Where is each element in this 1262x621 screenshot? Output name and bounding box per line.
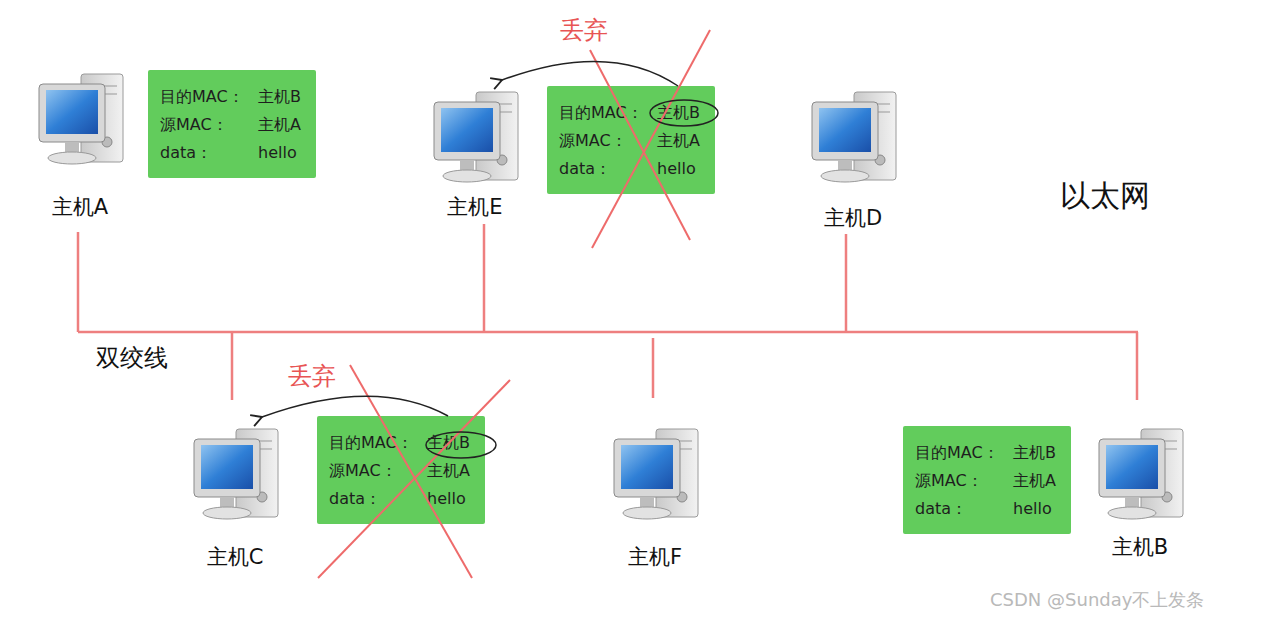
host-name: 主机B <box>1055 534 1225 560</box>
host-name: 主机E <box>390 194 560 220</box>
field-value: 主机B <box>258 87 301 107</box>
field-value: 主机A <box>258 115 301 135</box>
field-name: 目的MAC： <box>329 433 413 453</box>
host-computer: 主机E <box>430 88 520 223</box>
twisted-pair-bus <box>78 224 1138 400</box>
host-name: 主机A <box>0 194 165 220</box>
field-name: 目的MAC： <box>915 443 999 463</box>
field-name: 源MAC： <box>329 461 397 481</box>
discard-label: 丢弃 <box>288 360 336 392</box>
field-name: 源MAC： <box>915 471 983 491</box>
field-value: hello <box>657 159 696 179</box>
field-value: 主机B <box>657 103 700 123</box>
computer-icon <box>430 88 522 186</box>
host-computer: 主机C <box>190 425 280 570</box>
computer-icon <box>1095 425 1187 523</box>
discard-arrow <box>502 61 678 86</box>
host-computer: 主机D <box>808 88 898 233</box>
host-name: 主机F <box>570 544 740 570</box>
field-name: 源MAC： <box>559 131 627 151</box>
field-value: 主机A <box>427 461 470 481</box>
ethernet-frame: 目的MAC： 主机B 源MAC： 主机A data： hello <box>903 426 1071 534</box>
discard-arrow <box>262 396 448 417</box>
field-value: hello <box>258 143 297 163</box>
computer-icon <box>808 88 900 186</box>
computer-icon <box>610 425 702 523</box>
watermark: CSDN @Sunday不上发条 <box>990 588 1204 612</box>
field-value: hello <box>427 489 466 509</box>
host-computer: 主机A <box>35 70 125 220</box>
field-name: 源MAC： <box>160 115 228 135</box>
host-computer: 主机F <box>610 425 700 570</box>
computer-icon <box>190 425 282 523</box>
ethernet-frame: 目的MAC： 主机B 源MAC： 主机A data： hello <box>148 70 316 178</box>
field-value: hello <box>1013 499 1052 519</box>
cable-label: 双绞线 <box>96 342 168 374</box>
discard-label: 丢弃 <box>560 14 608 46</box>
field-name: 目的MAC： <box>559 103 643 123</box>
field-value: 主机A <box>657 131 700 151</box>
network-title: 以太网 <box>1060 176 1150 217</box>
field-name: data： <box>329 489 381 509</box>
field-name: data： <box>915 499 967 519</box>
host-name: 主机C <box>150 544 320 570</box>
field-value: 主机A <box>1013 471 1056 491</box>
computer-icon <box>35 70 127 168</box>
field-name: 目的MAC： <box>160 87 244 107</box>
field-value: 主机B <box>1013 443 1056 463</box>
host-name: 主机D <box>768 205 938 231</box>
field-name: data： <box>160 143 212 163</box>
host-computer: 主机B <box>1095 425 1185 560</box>
field-name: data： <box>559 159 611 179</box>
